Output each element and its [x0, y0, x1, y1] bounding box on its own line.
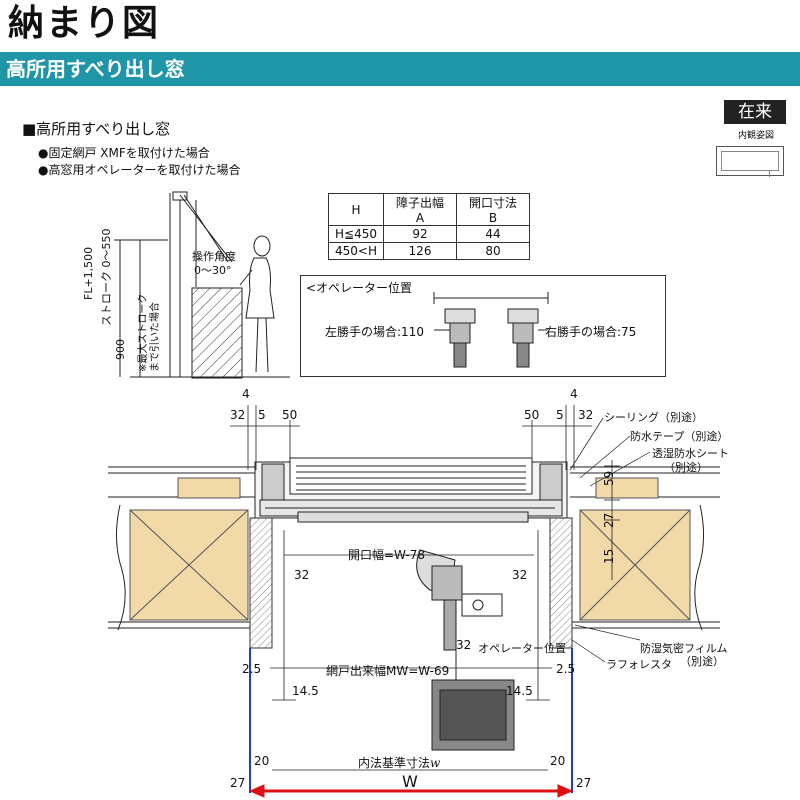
- dim-label: 32: [456, 638, 472, 652]
- bullet-operator: ●高窓用オペレーターを取付けた場合: [38, 163, 241, 177]
- dim-label: 14.5: [292, 684, 319, 698]
- operator-position-box: [300, 275, 666, 377]
- callout-breathable-sheet: 透湿防水シート: [652, 447, 729, 460]
- table-header: 開口寸法 B: [456, 193, 530, 226]
- dim-label: 50: [282, 408, 298, 422]
- operator-position-title: <オペレーター位置: [306, 281, 413, 295]
- left-hand-label: 左勝手の場合:110: [325, 325, 424, 339]
- bullet-screen: ●固定網戸 XMFを取付けた場合: [38, 146, 210, 160]
- window-frame: [254, 457, 568, 523]
- dim-label: 32: [578, 408, 594, 422]
- callout-laforesta: ラフォレスタ: [606, 658, 672, 671]
- dim-label: 15: [602, 548, 616, 564]
- band-title: 高所用すべり出し窓: [6, 57, 185, 81]
- dim-label: 5: [556, 408, 564, 422]
- dim-label: 14.5: [506, 684, 533, 698]
- inner-ref-symbol: w: [430, 756, 441, 770]
- operator-position-label: オペレーター位置: [478, 642, 566, 655]
- dim-label: 20: [254, 754, 270, 768]
- dim-label: 27: [230, 776, 246, 790]
- section-heading: ■高所用すべり出し窓: [22, 120, 171, 138]
- table-header: 障子出幅 A: [383, 193, 457, 226]
- max-stroke-value: 900: [114, 339, 127, 360]
- dim-label: 2.5: [242, 662, 262, 676]
- angle-label: 操作角度: [192, 250, 236, 263]
- elevation-sketch: [114, 191, 290, 379]
- dim-label: 2.5: [556, 662, 576, 676]
- opening-width-label: 開口幅=W-78: [348, 548, 426, 562]
- table-cell: 450<H: [328, 242, 384, 260]
- screen-width-label: 網戸出来幅MW=W-69: [326, 664, 450, 678]
- callout-sealing: シーリング（別途）: [604, 411, 703, 424]
- right-hand-label: 右勝手の場合:75: [545, 325, 637, 339]
- callout-waterproof-tape: 防水テープ（別途）: [630, 430, 729, 443]
- dim-label: 5: [258, 408, 266, 422]
- left-jamb: [249, 517, 273, 649]
- inner-ref-text: 内法基準寸法: [358, 756, 431, 770]
- wall-wavy-edges: [108, 504, 720, 631]
- dim-label: 20: [550, 754, 566, 768]
- dim-label: 50: [524, 408, 540, 422]
- inner-ref-label: 内法基準寸法w: [358, 754, 440, 771]
- table-cell: 126: [383, 242, 457, 260]
- dim-label: 4: [242, 387, 250, 401]
- wood-blocks: [129, 477, 691, 621]
- angle-range: 0〜30°: [194, 264, 232, 277]
- page-title: 納まり図: [8, 3, 161, 44]
- dim-label: 32: [230, 408, 246, 422]
- dim-label: 59: [602, 470, 616, 486]
- dim-label: 27: [602, 512, 616, 528]
- table-cell: H≦450: [328, 225, 384, 243]
- width-arrow: [248, 784, 574, 798]
- person-icon: [239, 235, 275, 373]
- width-symbol: W: [402, 772, 418, 791]
- dimension-lines: [230, 405, 620, 771]
- dim-label: 32: [512, 568, 528, 582]
- title-band: 高所用すべり出し窓: [0, 52, 800, 86]
- callout-breathable-sheet-note: （別途）: [664, 461, 708, 474]
- right-jamb: [549, 517, 573, 649]
- operator-device: [416, 549, 515, 751]
- table-row: 450<H 126 80: [328, 242, 530, 260]
- max-stroke-note2: まで引いた場合: [150, 302, 161, 372]
- table-cell: 80: [456, 242, 530, 260]
- fl-label: FL+1,500: [82, 246, 95, 300]
- operator-position-detail: [433, 292, 549, 368]
- zairai-badge: 在来: [724, 100, 786, 124]
- stroke-label: ストローク 0〜550: [100, 228, 113, 327]
- operator-box: [191, 287, 243, 379]
- dim-label: 32: [294, 568, 310, 582]
- dim-label: 27: [576, 776, 592, 790]
- callout-leaders: [569, 417, 651, 663]
- dimension-table: H 障子出幅 A 開口寸法 B H≦450 92 44 450<H 126 80: [328, 193, 530, 260]
- callout-vapor-film: 防湿気密フィルム: [640, 642, 728, 655]
- callout-vapor-film-note: （別途）: [680, 655, 724, 668]
- badge-sub-label: 内観姿図: [738, 131, 775, 141]
- dim-label: 4: [570, 387, 578, 401]
- page-header: 納まり図: [0, 0, 800, 48]
- window-elevation-icon: [716, 146, 784, 177]
